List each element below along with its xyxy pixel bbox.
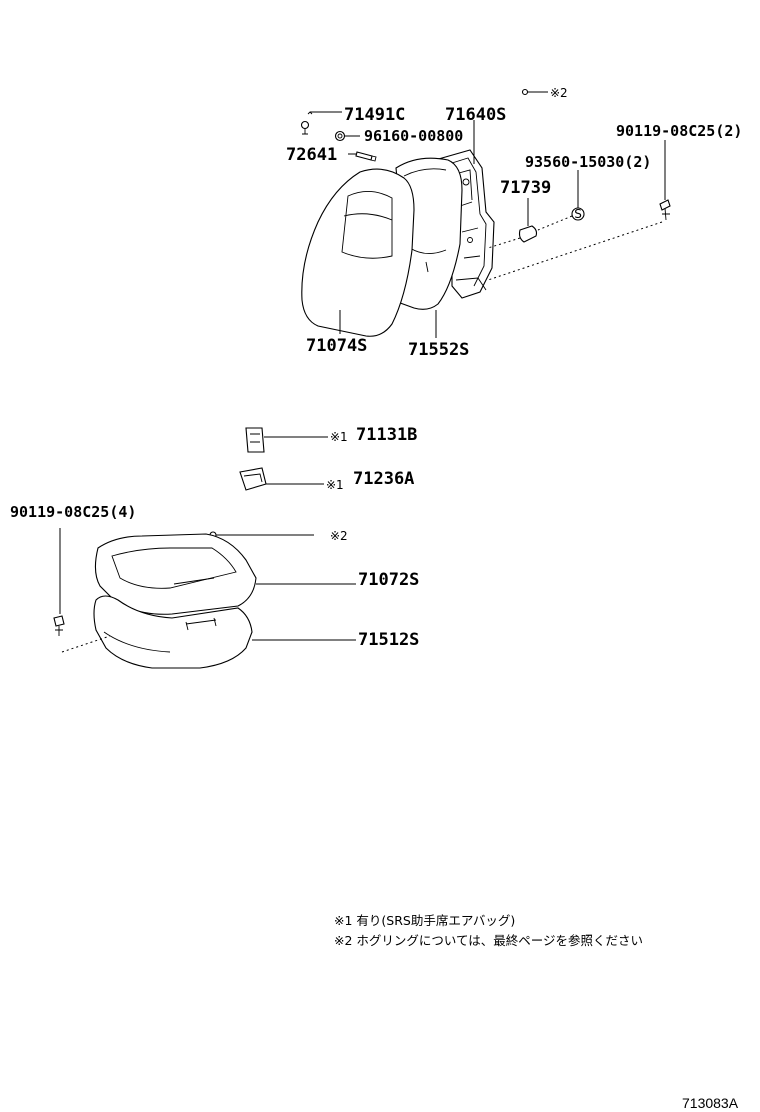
label-93560-15030-2: 93560-15030(2)	[525, 153, 651, 171]
mark-note1-b: ※1	[326, 478, 344, 492]
connector-71131B	[245, 427, 328, 453]
bolt-90119-bottom	[53, 615, 65, 636]
label-71640S: 71640S	[445, 105, 506, 125]
clip-93560: S	[571, 207, 585, 221]
seat-cushion-cover	[94, 533, 257, 615]
mark-note1-a: ※1	[330, 430, 348, 444]
seat-cushion-pad	[93, 595, 253, 669]
mark-note2-top: ※2	[550, 86, 568, 100]
diagram-code: 713083A	[682, 1095, 739, 1111]
label-72641: 72641	[286, 145, 337, 165]
s-symbol: S	[574, 207, 582, 221]
label-71552S: 71552S	[408, 340, 469, 360]
label-71491C: 71491C	[344, 105, 405, 125]
cap-71739	[518, 225, 538, 243]
label-71074S: 71074S	[306, 336, 367, 356]
leader-lines-lower	[59, 528, 356, 653]
footnote-1: ※1 有り(SRS助手席エアバッグ)	[334, 913, 515, 928]
hog-ring-mid	[209, 531, 314, 539]
bolt-90119-top	[659, 199, 671, 221]
label-71739: 71739	[500, 178, 551, 198]
clip-71236A	[239, 467, 324, 491]
label-96160-00800: 96160-00800	[364, 127, 463, 145]
footnote-2: ※2 ホグリングについては、最終ページを参照ください	[334, 933, 643, 948]
label-71072S: 71072S	[358, 570, 419, 590]
seat-back-cover	[301, 168, 415, 337]
label-71131B: 71131B	[356, 425, 417, 445]
label-71512S: 71512S	[358, 630, 419, 650]
nut-96160	[334, 130, 346, 142]
label-90119-08C25-4: 90119-08C25(4)	[10, 503, 136, 521]
hog-ring-top	[521, 88, 529, 96]
label-71236A: 71236A	[353, 469, 414, 489]
hardware-71491C	[300, 111, 313, 135]
label-90119-08C25-2: 90119-08C25(2)	[616, 122, 742, 140]
mark-note2-mid: ※2	[330, 529, 348, 543]
leader-lines-upper	[310, 91, 666, 338]
pin-72641	[355, 151, 377, 162]
